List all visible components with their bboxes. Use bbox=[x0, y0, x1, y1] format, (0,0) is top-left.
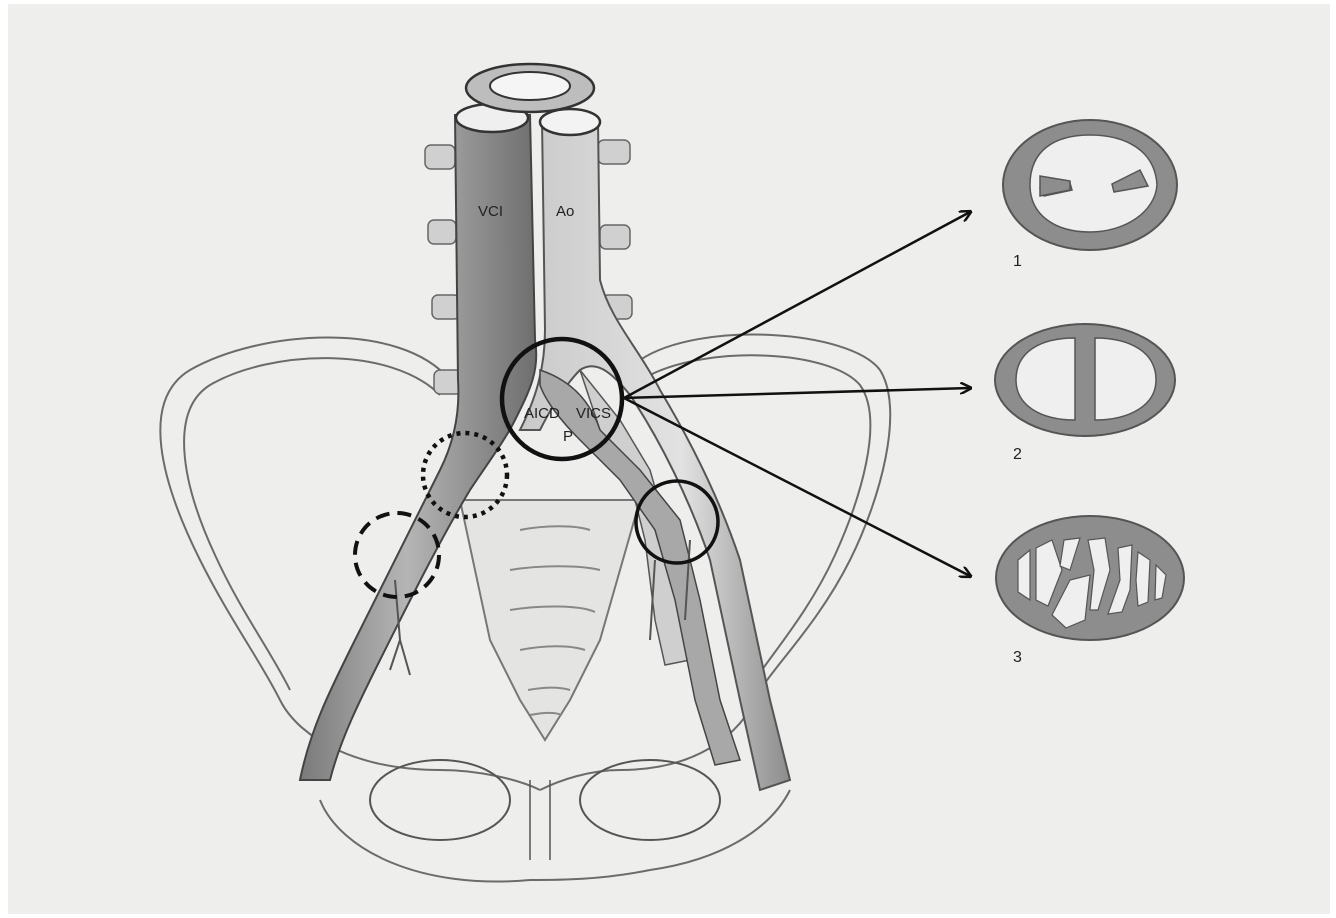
aorta-opening bbox=[540, 109, 600, 135]
label-p: P bbox=[563, 428, 573, 445]
top-vessel-lumen bbox=[490, 72, 570, 100]
section-2-number: 2 bbox=[1013, 446, 1022, 463]
label-vci: VCI bbox=[478, 203, 503, 220]
section-1-number: 1 bbox=[1013, 253, 1022, 270]
label-aicd: AICD bbox=[524, 405, 560, 422]
section-3-number: 3 bbox=[1013, 649, 1022, 666]
label-ao: Ao bbox=[556, 203, 574, 220]
label-vics: VICS bbox=[576, 405, 611, 422]
